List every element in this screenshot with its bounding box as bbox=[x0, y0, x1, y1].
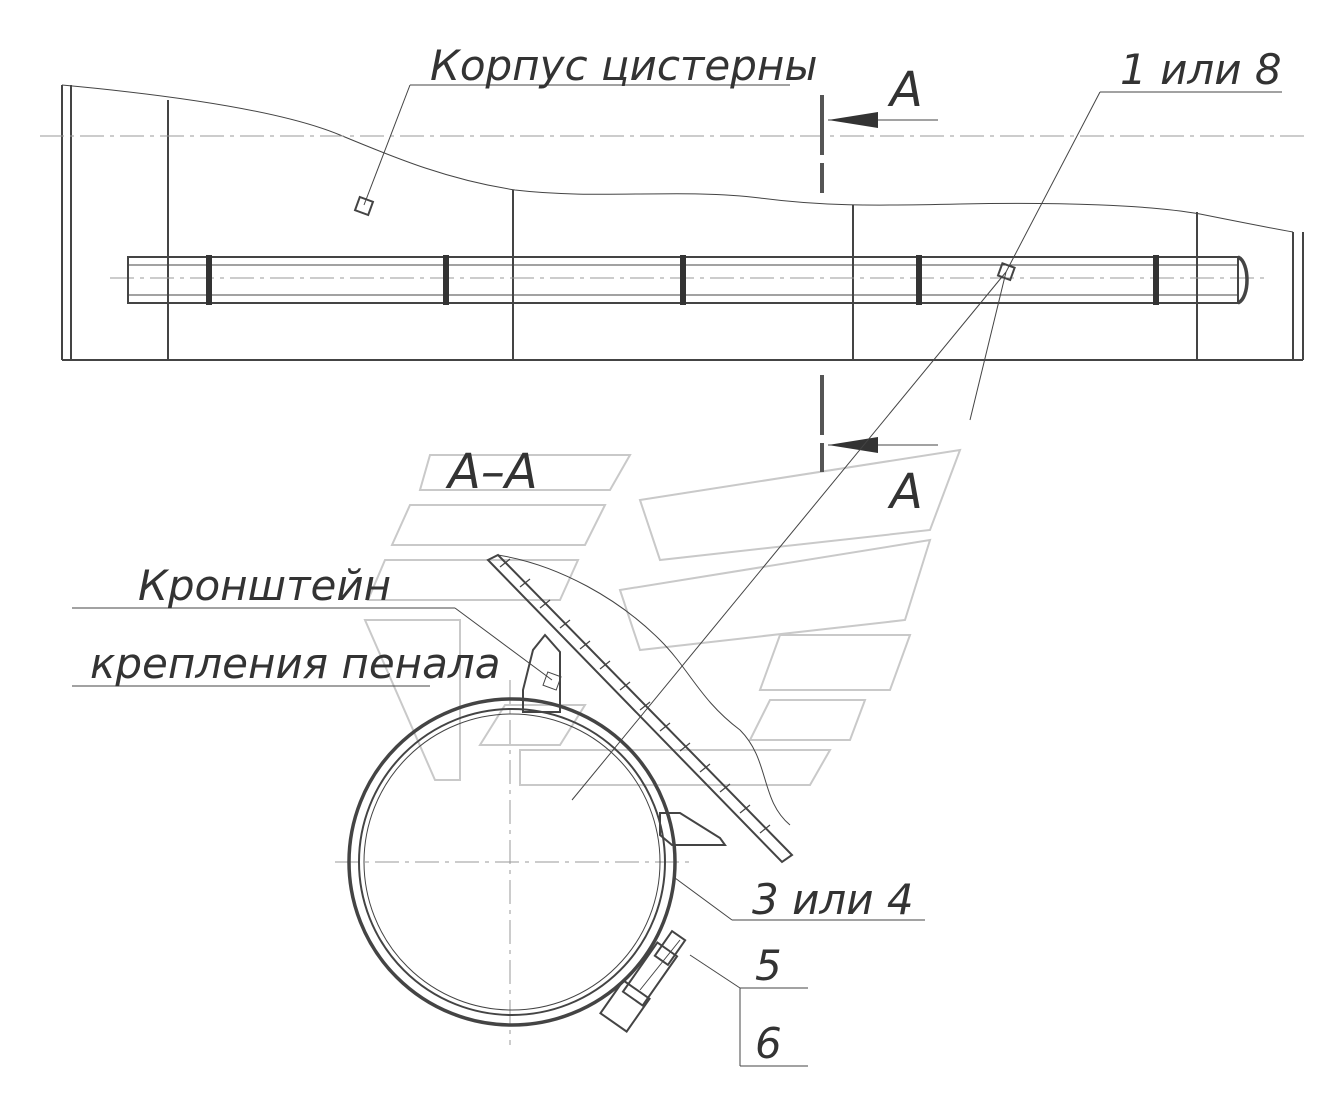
clamp-ref: 3 или 4 bbox=[752, 875, 914, 924]
bracket-label-line2: крепления пенала bbox=[90, 639, 500, 688]
section-cut-line bbox=[820, 95, 938, 472]
leader-lines bbox=[72, 84, 1282, 1067]
section-view bbox=[335, 553, 794, 1045]
bolt-assembly bbox=[599, 929, 687, 1033]
section-view-title: А–А bbox=[445, 444, 538, 500]
tank-body-label: Корпус цистерны bbox=[430, 41, 818, 90]
tank-top-view bbox=[40, 84, 1310, 361]
watermark-logo bbox=[363, 448, 962, 786]
section-marker-upper: А bbox=[887, 62, 923, 118]
bolt-ref: 5 bbox=[755, 941, 782, 990]
nut-ref: 6 bbox=[755, 1019, 782, 1068]
part-ref-top: 1 или 8 bbox=[1120, 45, 1282, 94]
section-marker-lower: А bbox=[887, 464, 923, 520]
bracket-label-line1: Кронштейн bbox=[138, 561, 391, 610]
pencil-case bbox=[127, 255, 1249, 305]
